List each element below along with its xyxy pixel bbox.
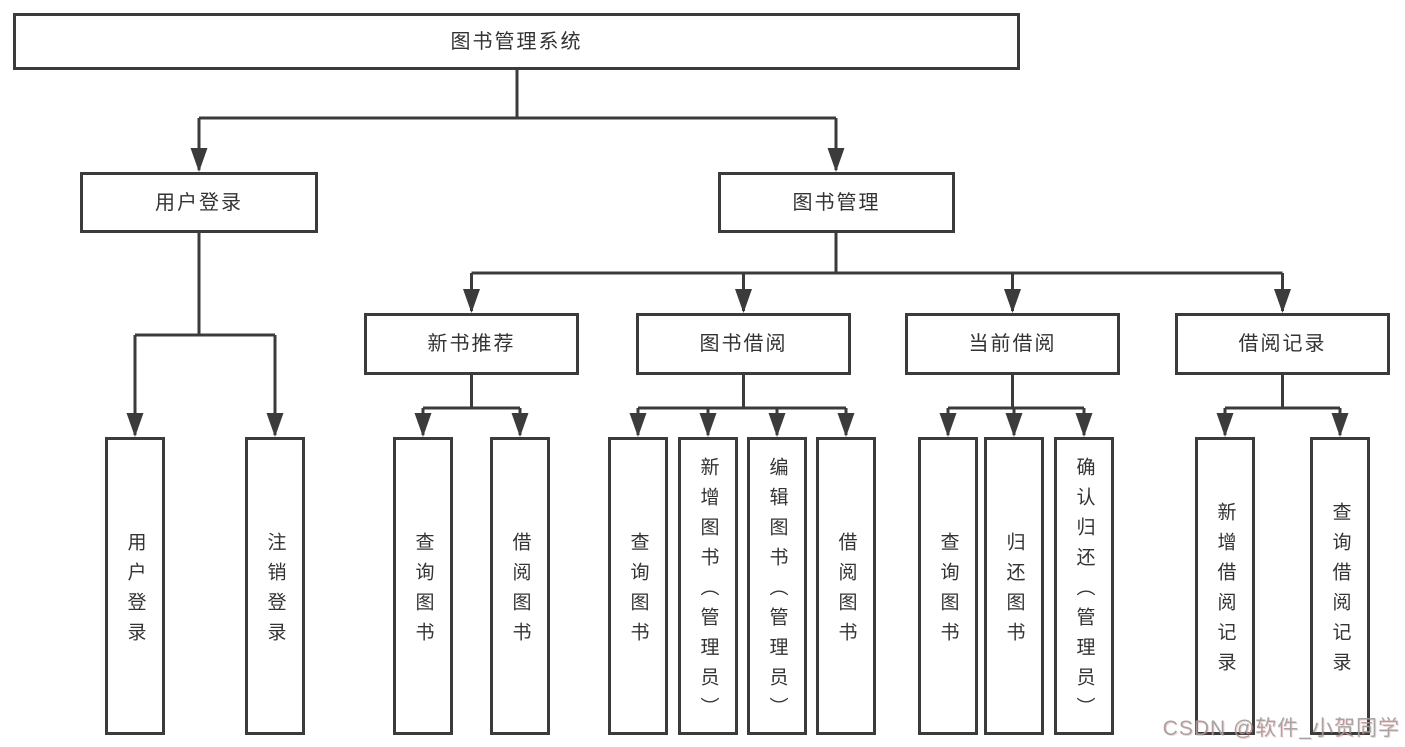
node-library-management-system: 图书管理系统 (13, 13, 1020, 70)
leaf-add-books-admin: 新增图书（管理员） (678, 437, 738, 735)
leaf-borrow-books: 借阅图书 (816, 437, 876, 735)
node-new-book-recommend: 新书推荐 (364, 313, 579, 375)
leaf-borrow-books-recommend: 借阅图书 (490, 437, 550, 735)
leaf-edit-books-admin: 编辑图书（管理员） (747, 437, 807, 735)
node-borrowing-records: 借阅记录 (1175, 313, 1390, 375)
leaf-logout: 注销登录 (245, 437, 305, 735)
leaf-add-borrow-record: 新增借阅记录 (1195, 437, 1255, 735)
leaf-query-borrow-record: 查询借阅记录 (1310, 437, 1370, 735)
leaf-query-books-current: 查询图书 (918, 437, 978, 735)
leaf-confirm-return-admin: 确认归还（管理员） (1054, 437, 1114, 735)
node-book-borrowing: 图书借阅 (636, 313, 851, 375)
leaf-query-books-recommend: 查询图书 (393, 437, 453, 735)
leaf-return-books: 归还图书 (984, 437, 1044, 735)
node-book-management-branch: 图书管理 (718, 172, 955, 233)
leaf-query-books-borrowing: 查询图书 (608, 437, 668, 735)
leaf-user-login: 用户登录 (105, 437, 165, 735)
node-user-login-branch: 用户登录 (80, 172, 318, 233)
csdn-watermark: CSDN @软件_小贺同学 (1162, 717, 1400, 740)
node-current-borrowing: 当前借阅 (905, 313, 1120, 375)
